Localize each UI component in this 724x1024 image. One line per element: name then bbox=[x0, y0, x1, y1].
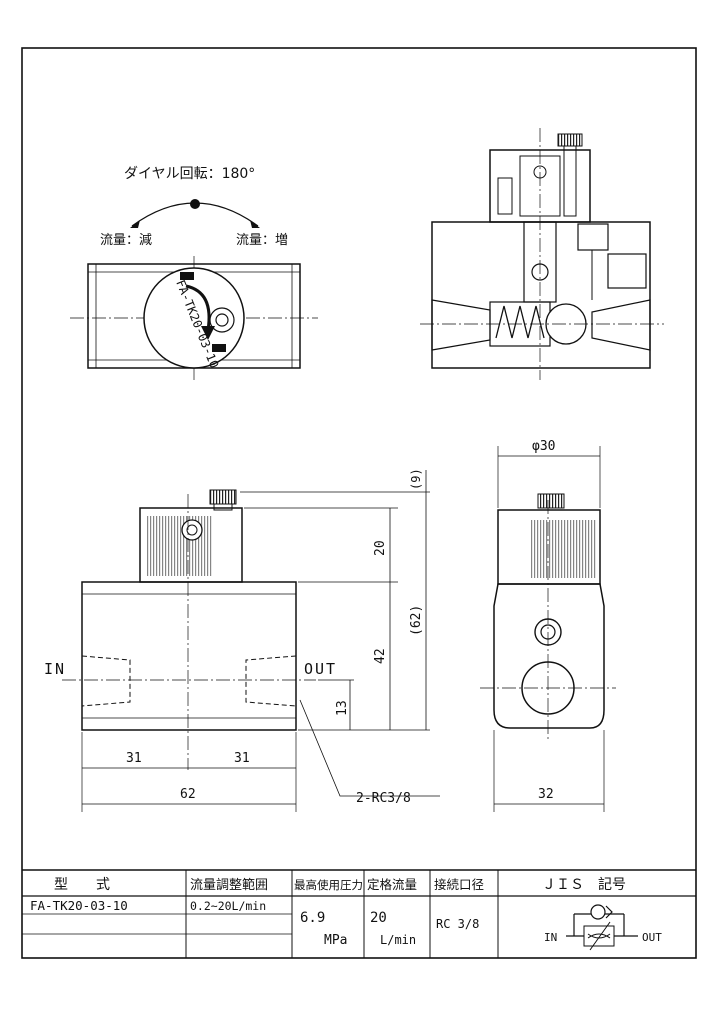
front-cap-hatch bbox=[146, 516, 212, 576]
drawing-border bbox=[21, 47, 697, 959]
set-screw bbox=[497, 177, 513, 215]
jis-in-label: IN bbox=[544, 931, 557, 944]
spec-table: 型 式 流量調整範囲 最高使用圧力 定格流量 接続口径 ＪＩＳ 記号 FA-TK… bbox=[22, 869, 696, 958]
section-view bbox=[420, 128, 664, 380]
front-knob bbox=[209, 489, 237, 505]
jis-restrictor-box bbox=[583, 925, 615, 947]
cell-model: FA-TK20-03-10 bbox=[30, 898, 128, 913]
dim-31-right: 31 bbox=[234, 751, 250, 766]
dial-mark-top bbox=[180, 272, 194, 280]
dim-42: 42 bbox=[373, 648, 388, 664]
adjust-screw bbox=[563, 145, 577, 217]
arc-arrow-right bbox=[250, 220, 260, 228]
front-cap-screw-inner bbox=[186, 524, 198, 536]
dim-62: 62 bbox=[180, 787, 196, 802]
front-out-label: OUT bbox=[304, 660, 337, 678]
header-pressure: 最高使用圧力 bbox=[294, 878, 363, 892]
dim-dia-30: φ30 bbox=[532, 439, 555, 454]
dial-face bbox=[143, 267, 245, 369]
header-flow-range: 流量調整範囲 bbox=[190, 878, 268, 893]
header-rated-flow: 定格流量 bbox=[367, 877, 417, 892]
cell-rated-flow-unit: L/min bbox=[380, 933, 416, 947]
jis-check-ball bbox=[590, 904, 606, 920]
port-leader bbox=[299, 699, 440, 797]
flow-increase-label: 流量：増 bbox=[236, 233, 288, 248]
out-port-hidden bbox=[245, 655, 297, 707]
dim-62-paren: (62) bbox=[409, 605, 424, 636]
dim-20: 20 bbox=[373, 540, 388, 556]
jis-out-label: OUT bbox=[642, 931, 662, 944]
dial-pivot bbox=[190, 199, 200, 209]
side-cap-hatch bbox=[530, 520, 596, 578]
header-model: 型 式 bbox=[54, 877, 110, 893]
side-knob bbox=[537, 493, 565, 509]
dial-arrow bbox=[185, 284, 211, 331]
cell-port-size: RC 3/8 bbox=[436, 917, 479, 931]
adjust-knob bbox=[557, 133, 583, 147]
spring bbox=[495, 305, 545, 339]
dim-13: 13 bbox=[335, 700, 350, 716]
front-body bbox=[81, 581, 297, 731]
side-view: φ30 32 bbox=[480, 439, 616, 812]
front-in-label: IN bbox=[44, 660, 66, 678]
header-jis-symbol: ＪＩＳ 記号 bbox=[542, 876, 626, 893]
flow-decrease-label: 流量：減 bbox=[100, 232, 152, 248]
front-knob-neck bbox=[213, 503, 233, 511]
cell-pressure-unit: MPa bbox=[324, 933, 347, 948]
side-body bbox=[493, 583, 605, 729]
cell-rated-flow-value: 20 bbox=[370, 910, 387, 926]
dim-9: (9) bbox=[409, 468, 423, 490]
side-port bbox=[607, 253, 647, 289]
dim-32: 32 bbox=[538, 787, 554, 802]
outlet-cone bbox=[591, 299, 651, 351]
inlet-cone bbox=[431, 299, 491, 351]
dial-mark-bottom bbox=[212, 344, 226, 352]
dial-rotation-label: ダイヤル回転：180° bbox=[124, 166, 255, 182]
port-callout: 2-RC3/8 bbox=[356, 791, 411, 806]
front-view: IN OUT 20 42 13 (62) (9) 31 31 62 2-RC3/… bbox=[44, 468, 440, 812]
dim-31-left: 31 bbox=[126, 751, 142, 766]
dial-arrow-head bbox=[201, 326, 215, 340]
top-view: ダイヤル回転：180° 流量：減 流量：増 FA-TK20-03-10 bbox=[70, 166, 318, 380]
in-port-hidden bbox=[81, 655, 131, 707]
jis-variable-arrow bbox=[589, 921, 611, 951]
cell-flow-range: 0.2~20L/min bbox=[190, 899, 266, 913]
dial-rotation-arc bbox=[131, 202, 259, 227]
dial-knob-inner bbox=[215, 313, 229, 327]
jis-check-seat bbox=[605, 905, 613, 919]
header-port-size: 接続口径 bbox=[434, 877, 484, 892]
side-plug bbox=[577, 223, 609, 251]
arc-arrow-left bbox=[130, 220, 140, 228]
cell-pressure-value: 6.9 bbox=[300, 910, 325, 926]
front-cap-screw bbox=[181, 519, 203, 541]
